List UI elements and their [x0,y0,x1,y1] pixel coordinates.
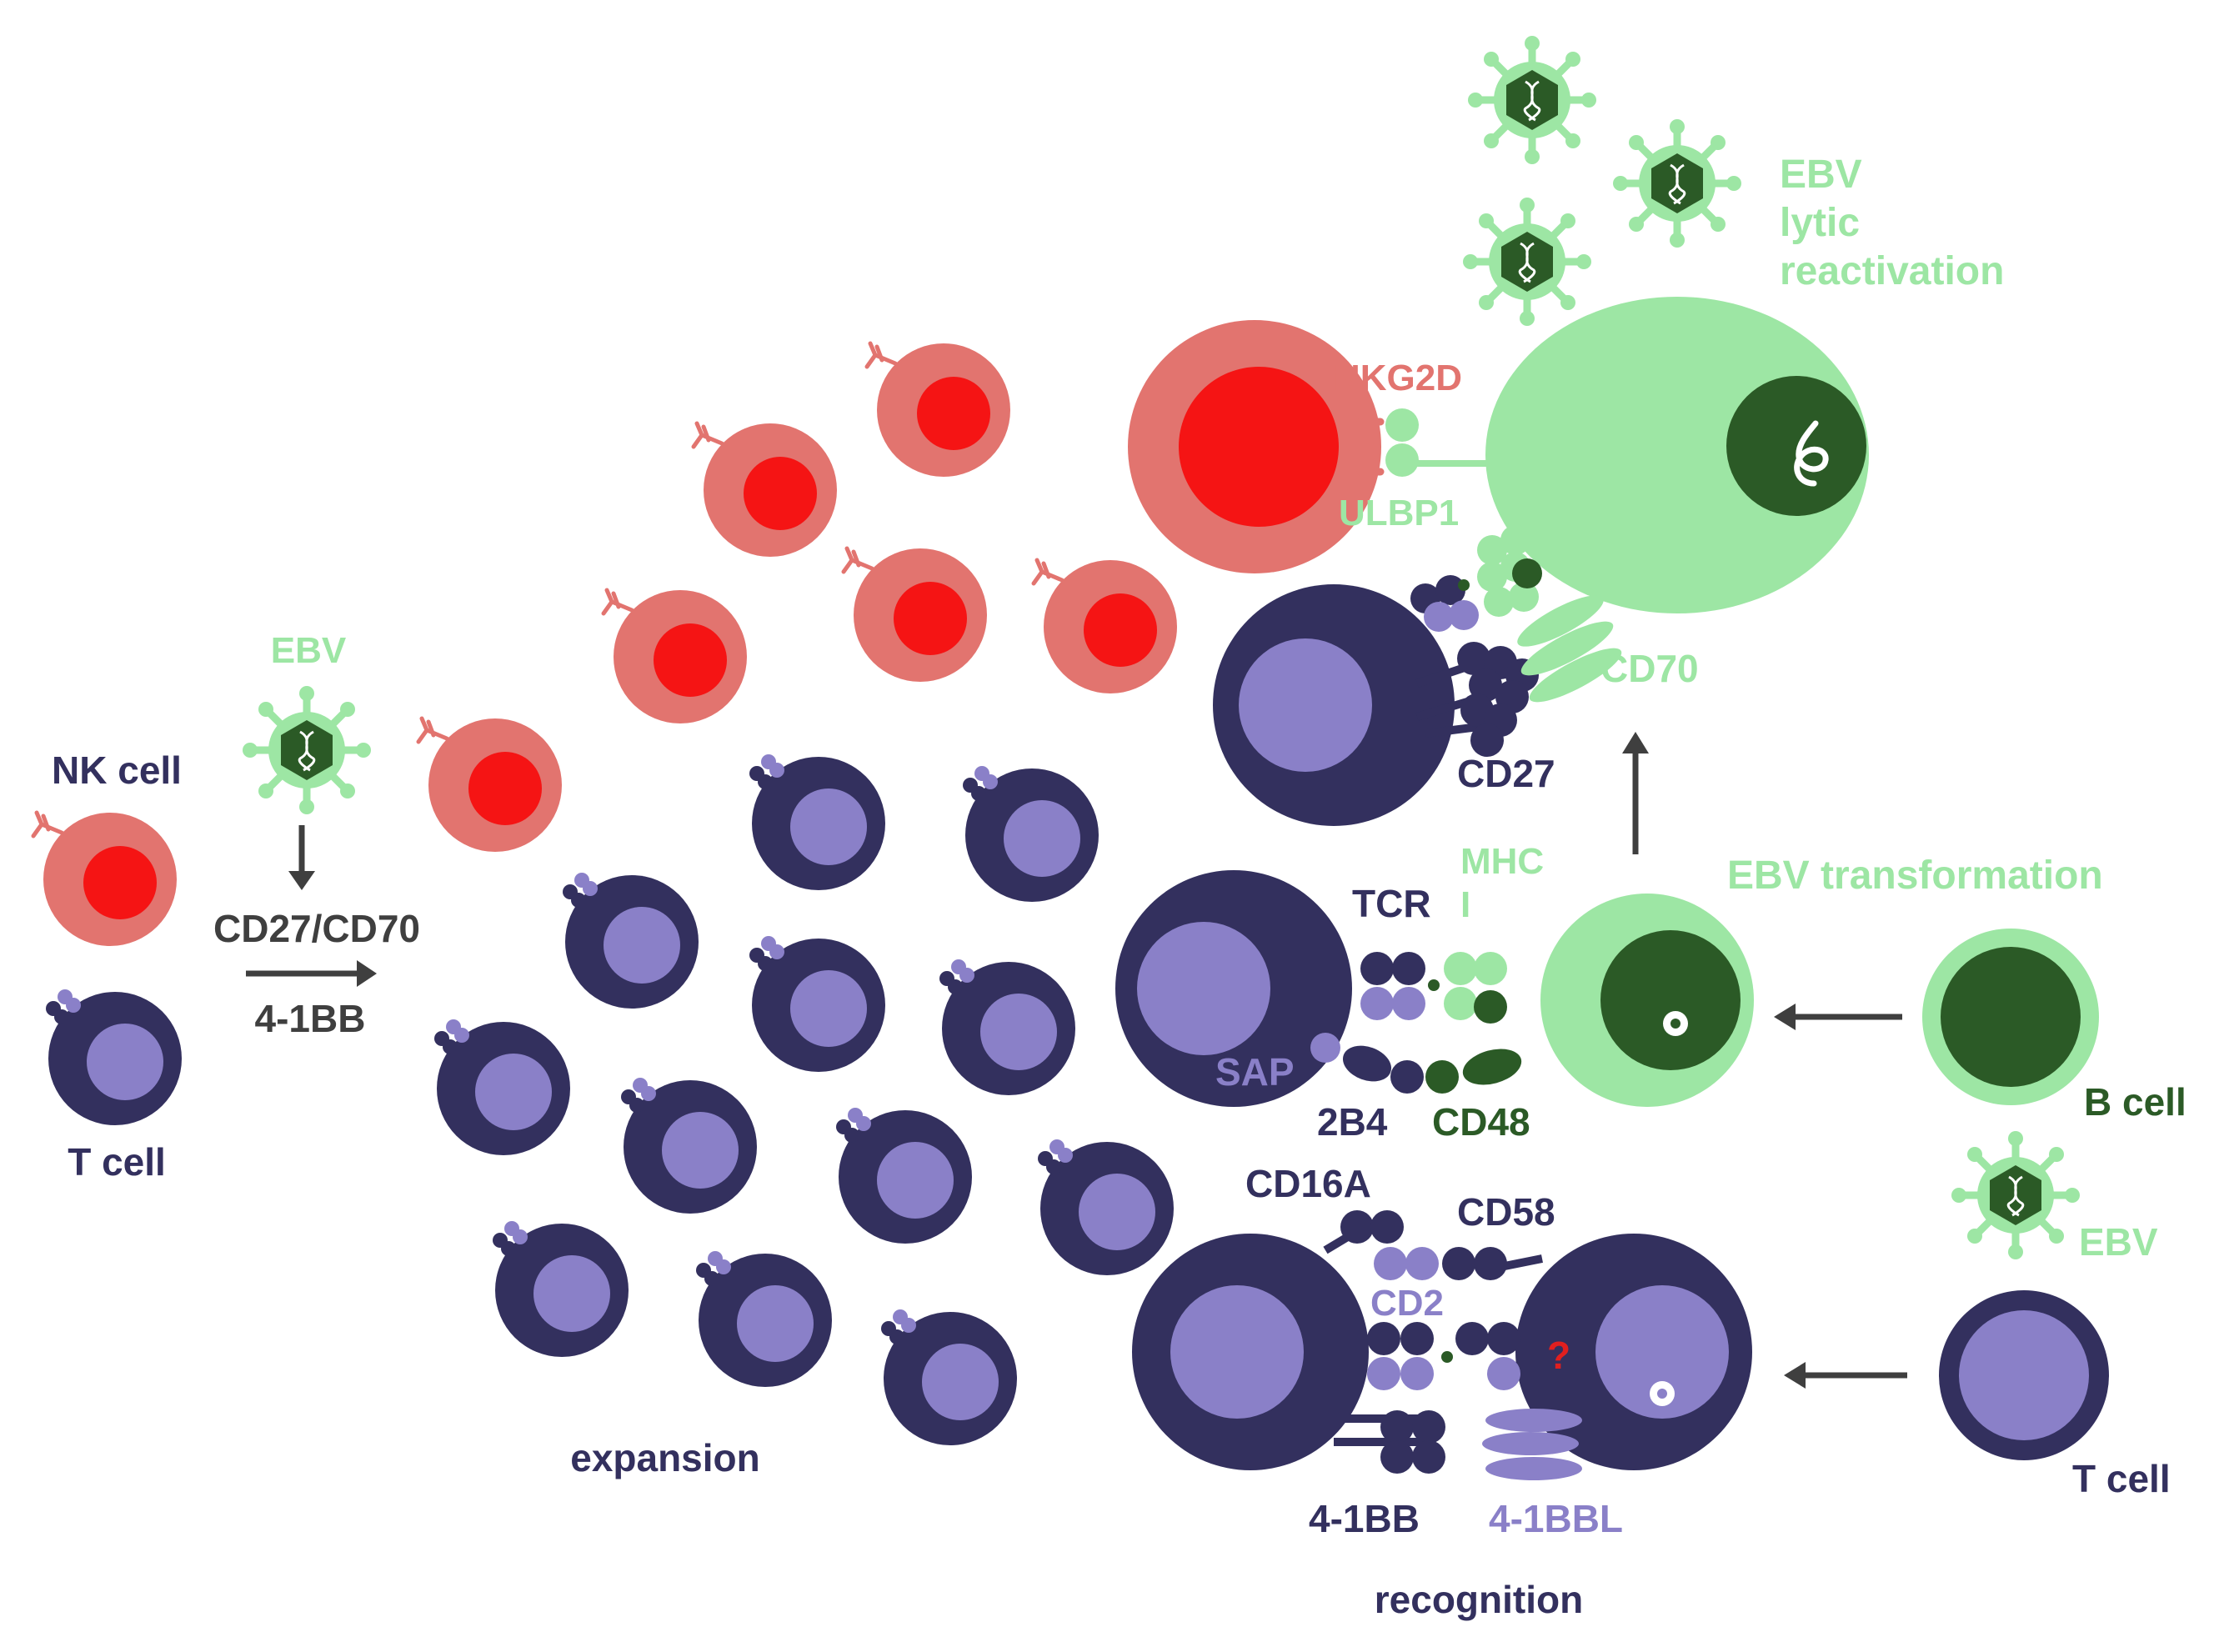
nk-cell-icon [418,718,562,852]
t-cell-icon [434,1019,570,1155]
cd27-t-cell-nucleus [1239,638,1372,772]
expansion-label: expansion [570,1436,760,1479]
t-cell-icon [621,1078,757,1214]
nkg2d-label: NKG2D [1334,358,1462,398]
t-cell-icon [493,1221,629,1357]
ulbp1-label: ULBP1 [1339,493,1459,533]
tcr-mhc-complex [1342,952,1522,1094]
ebv-transformation-label: EBV transformation [1727,854,2103,898]
virus-icon [243,686,371,814]
cd27-receptor-cluster [1410,575,1539,757]
nk-cell-icon [867,343,1010,477]
ebv-label-left: EBV [271,630,347,671]
cd58-label: CD58 [1457,1190,1555,1234]
episome-icon [1794,420,1829,487]
arrow-icon [288,871,315,890]
2b4-label: 2B4 [1317,1100,1388,1144]
t-cell-icon [749,754,885,890]
tcr-label: TCR [1352,882,1431,925]
recognition-synapse [1323,1210,1582,1480]
cd27-cd70-label: CD27/CD70 [213,907,420,950]
nk-cell-nucleus [1179,367,1339,527]
t-cell-icon [939,959,1075,1095]
recognition-label: recognition [1375,1578,1583,1621]
ulbp1-bead [1385,443,1419,477]
mhc-label-1: MHC [1460,841,1544,882]
b-cell-nucleus [1726,376,1866,516]
ulbp1-bead [1385,408,1419,442]
cd16a-label: CD16A [1245,1162,1371,1205]
sap-bead [1310,1033,1340,1063]
t-cell-icon [46,989,182,1125]
b-cell-nucleus [1941,947,2081,1087]
virus-icon [1951,1131,2080,1259]
sap-label: SAP [1215,1050,1295,1094]
t-cell-icon [749,936,885,1072]
virus-icon [1463,198,1591,326]
nk-cell-icon [604,590,747,723]
t-cell-nucleus [1959,1310,2089,1440]
t-cell-label-right: T cell [2072,1457,2171,1500]
question-mark: ? [1547,1334,1570,1377]
t-cell-icon [563,873,699,1009]
mhc-label-2: I [1460,884,1470,925]
arrow-icon [1622,732,1649,753]
cd70-ligands [1458,525,1622,703]
nk-cell-icon [1034,560,1177,693]
arrow-icon [1774,1004,1796,1030]
t-cell-icon [963,766,1099,902]
tcr-t-cell-nucleus [1137,922,1270,1055]
41bbl-label: 4-1BBL [1489,1497,1623,1540]
episome-dot [1657,1389,1667,1399]
ebv-lytic-label-2: lytic [1780,201,1860,245]
nk-cell-icon [33,813,177,946]
t-cell-label-left: T cell [68,1140,166,1184]
cd27-label: CD27 [1457,752,1555,795]
b-cell-label: B cell [2084,1080,2186,1124]
nk-cell-icon [694,423,837,557]
cd48-label: CD48 [1432,1100,1530,1144]
cd70-label: CD70 [1600,647,1699,690]
transformed-b-cell-nucleus [1600,930,1741,1070]
lytic-b-cell [1485,297,1869,613]
nk-cell-label: NK cell [52,748,182,792]
recognition-t-cell-left-nucleus [1170,1285,1304,1419]
t-cell-icon [836,1108,972,1244]
stim-41bb-label: 4-1BB [255,997,366,1040]
ebv-lytic-label-1: EBV [1780,153,1862,197]
virus-icon [1468,36,1596,164]
t-cell-icon [1038,1139,1174,1275]
arrow-icon [1784,1362,1806,1389]
ebv-lytic-label-3: reactivation [1780,249,2004,293]
episome-dot [1671,1019,1681,1029]
41bb-label-bottom: 4-1BB [1309,1497,1420,1540]
t-cell-icon [696,1251,832,1387]
cd2-label: CD2 [1370,1283,1444,1324]
receptor-icon [1346,418,1385,476]
arrow-icon [357,960,377,987]
recognition-target-cell-nucleus [1595,1285,1729,1419]
virus-icon [1613,119,1741,248]
t-cell-icon [881,1309,1017,1445]
ebv-label-right: EBV [2079,1220,2158,1264]
nk-cell-icon [844,548,987,682]
